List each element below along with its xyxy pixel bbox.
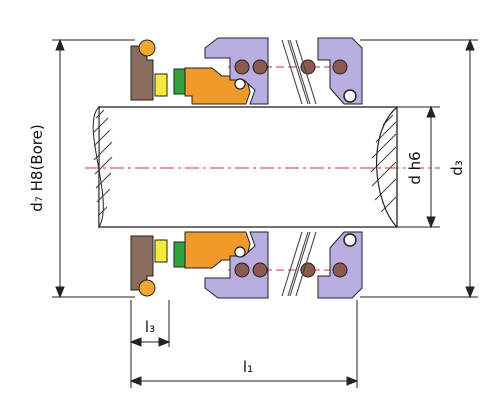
shaft-hatch-right bbox=[370, 114, 397, 213]
spring-coil-lower-2 bbox=[252, 262, 268, 278]
stationary-seat-lower bbox=[130, 235, 154, 291]
seat-insert-upper bbox=[154, 73, 168, 97]
drive-pin-upper bbox=[343, 89, 357, 103]
upper-seal-half bbox=[130, 37, 363, 105]
l1-length-label: l₁ bbox=[243, 358, 253, 376]
spring-coil-upper-1 bbox=[234, 59, 250, 75]
bore-diameter-label: d₇ H8(Bore) bbox=[28, 124, 46, 211]
oring-lower bbox=[138, 279, 156, 297]
shaft-hatch-left bbox=[93, 109, 113, 217]
spring-coil-upper-3 bbox=[300, 59, 316, 75]
spring-coil-lower-3 bbox=[300, 262, 316, 278]
spring-coil-upper-4 bbox=[332, 59, 348, 75]
lower-seal-half bbox=[130, 231, 363, 299]
seat-insert-lower bbox=[154, 239, 168, 263]
oring-upper bbox=[138, 39, 156, 57]
spring-wire-upper bbox=[281, 39, 317, 105]
oring-rotary-lower bbox=[234, 246, 246, 258]
dimension-lines bbox=[52, 38, 478, 388]
drive-pin-lower bbox=[343, 233, 357, 247]
l3-length-label: l₃ bbox=[145, 318, 155, 336]
shaft bbox=[92, 105, 398, 229]
outer-diameter-label: d₃ bbox=[448, 160, 466, 176]
oring-rotary-upper bbox=[234, 78, 246, 90]
spring-coil-upper-2 bbox=[252, 59, 268, 75]
spring-wire-lower bbox=[281, 231, 317, 297]
shaft-diameter-label: d h6 bbox=[406, 151, 424, 184]
spring-coil-lower-4 bbox=[332, 262, 348, 278]
spring-coil-lower-1 bbox=[234, 262, 250, 278]
